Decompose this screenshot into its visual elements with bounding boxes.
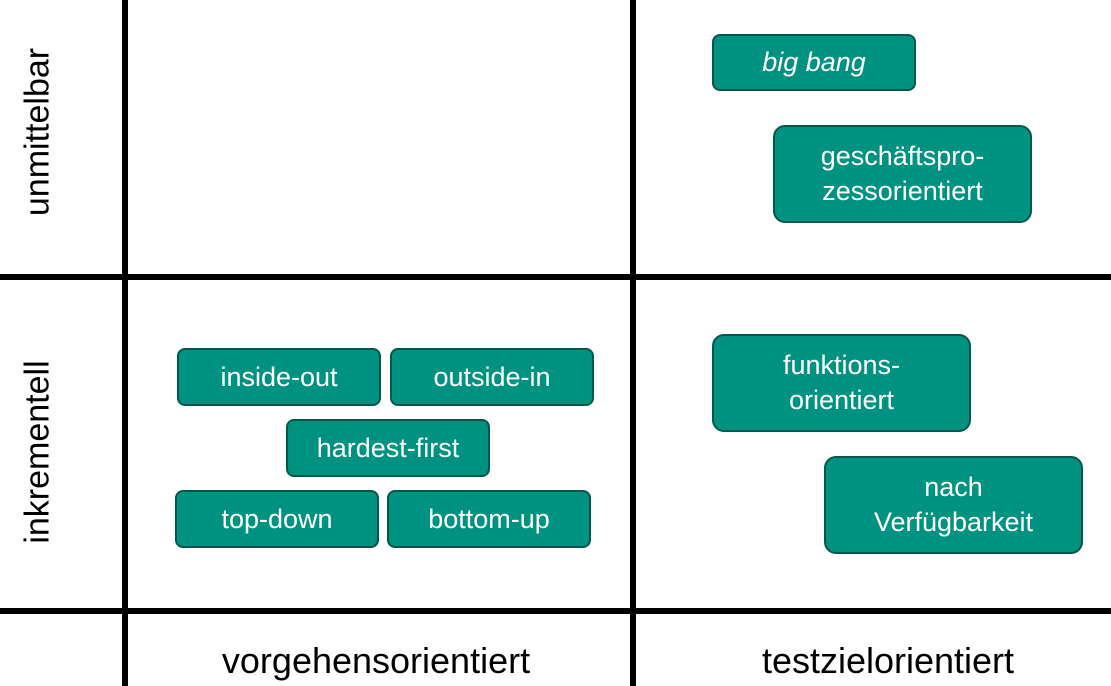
chip-funktions-line-2: orientiert [788, 385, 895, 415]
chip-verfuegbarkeit-line-2: Verfügbarkeit [873, 507, 1034, 537]
chip-geschaeftsprozessorientiert[interactable]: geschäftspro- zessorientiert [773, 125, 1032, 223]
chip-hardest-first[interactable]: hardest-first [286, 419, 490, 477]
grid-line-vertical-middle [630, 0, 636, 686]
chip-funktionsorientiert[interactable]: funktions- orientiert [712, 334, 971, 432]
chip-big-bang[interactable]: big bang [712, 34, 916, 91]
column-label-testzielorientiert: testzielorientiert [761, 640, 1015, 681]
column-label-vorgehensorientiert: vorgehensorientiert [221, 640, 531, 681]
chip-geschaeftsprozess-line-2: zessorientiert [822, 176, 983, 206]
chip-top-down[interactable]: top-down [175, 490, 379, 548]
chip-verfuegbarkeit-line-1: nach [924, 472, 983, 502]
chip-bottom-up-label: bottom-up [428, 503, 550, 534]
chip-top-down-label: top-down [221, 503, 333, 534]
chip-funktions-line-1: funktions- [782, 350, 901, 380]
grid-line-vertical-left [122, 0, 128, 686]
chip-outside-in[interactable]: outside-in [390, 348, 594, 406]
chip-big-bang-label: big bang [762, 47, 866, 77]
row-label-unmittelbar: unmittelbar [18, 47, 57, 217]
chip-hardest-first-label: hardest-first [316, 432, 460, 463]
grid-line-horizontal-bottom [0, 608, 1111, 614]
chip-inside-out-label: inside-out [220, 361, 338, 392]
chip-nach-verfuegbarkeit[interactable]: nach Verfügbarkeit [824, 456, 1083, 554]
chip-outside-in-label: outside-in [433, 361, 551, 392]
chip-geschaeftsprozess-line-1: geschäftspro- [820, 141, 985, 171]
chip-bottom-up[interactable]: bottom-up [387, 490, 591, 548]
chip-inside-out[interactable]: inside-out [177, 348, 381, 406]
grid-line-horizontal-top [0, 274, 1111, 280]
row-label-inkrementell: inkrementell [18, 360, 57, 544]
